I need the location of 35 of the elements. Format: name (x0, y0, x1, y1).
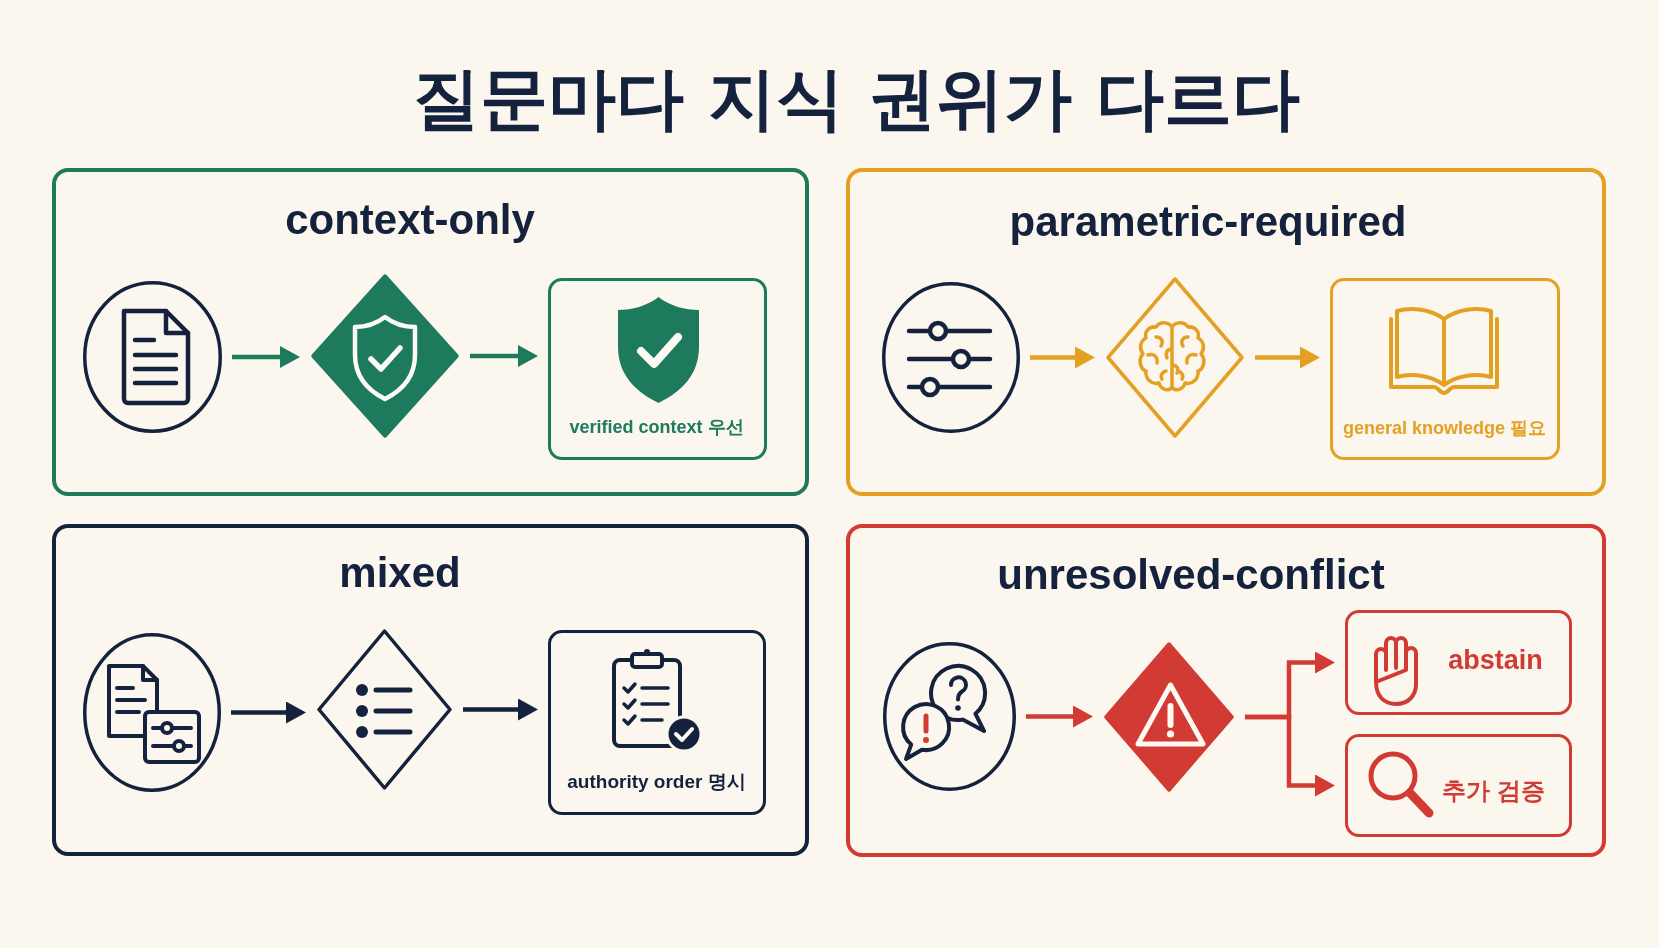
arrow (463, 698, 538, 721)
panel-title: unresolved-conflict (997, 549, 1385, 600)
diagram-title: 질문마다 지식 권위가 다르다 (412, 59, 1300, 139)
panel-title: context-only (285, 194, 535, 245)
outcome-box (548, 278, 767, 460)
decision-diamond (310, 273, 460, 439)
arrow (1030, 346, 1095, 369)
circle-node (83, 633, 221, 792)
arrow (232, 346, 300, 368)
panel-title: mixed (339, 547, 461, 598)
outcome-box (1345, 610, 1572, 715)
outcome-box (548, 630, 766, 815)
decision-diamond (1105, 276, 1245, 439)
category-panel (846, 524, 1606, 857)
panel-title: parametric-required (1009, 196, 1407, 247)
outcome-label: verified context 우선 (569, 416, 744, 439)
outcome-box (1330, 278, 1560, 460)
decision-diamond (316, 628, 453, 791)
arrow (1255, 346, 1320, 369)
category-panel (52, 168, 809, 496)
outcome-label: authority order 명시 (567, 770, 746, 793)
arrow (231, 701, 306, 724)
circle-node (883, 642, 1016, 791)
outcome-label: 추가 검증 (1442, 776, 1545, 805)
circle-node (83, 281, 222, 433)
arrow (470, 345, 538, 367)
outcome-label: abstain (1448, 643, 1543, 676)
outcome-box (1345, 734, 1572, 837)
circle-node (882, 282, 1020, 433)
elbow-arrow (1245, 714, 1335, 797)
arrow (1026, 705, 1093, 728)
category-panel (846, 168, 1606, 496)
outcome-label: general knowledge 필요 (1343, 417, 1546, 440)
decision-diamond (1103, 641, 1235, 793)
category-panel (52, 524, 809, 856)
